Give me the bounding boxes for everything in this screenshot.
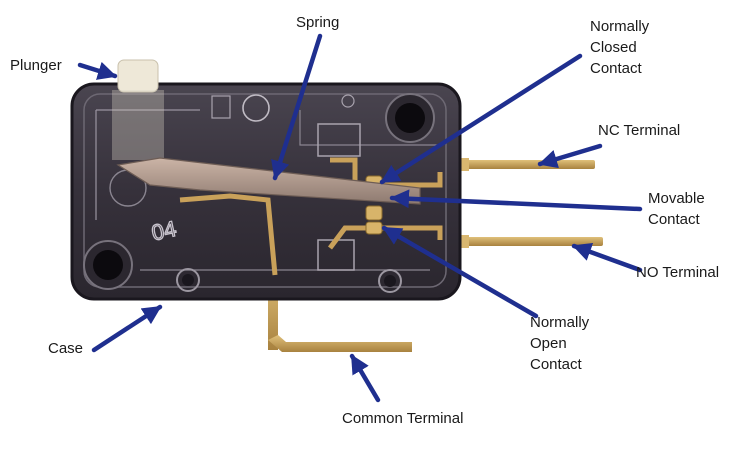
case-marking: 04 [149, 216, 178, 246]
mounting-hole-bottom-left [83, 240, 133, 290]
mounting-hole-top-right [385, 93, 435, 143]
arrow-case [91, 304, 163, 353]
label-plunger: Plunger [10, 57, 62, 74]
label-common-terminal: Common Terminal [342, 410, 464, 427]
label-no-terminal: NO Terminal [636, 264, 720, 281]
plunger [112, 59, 164, 160]
common-terminal-pin [268, 270, 412, 352]
label-spring: Spring [296, 14, 340, 31]
label-movable-contact: Movable Contact [648, 190, 705, 228]
rivet-bottom-1 [176, 268, 200, 292]
arrow-common-terminal [349, 353, 381, 403]
label-normally-closed-contact: Normally Closed Contact [590, 18, 650, 77]
arrow-no-terminal [571, 242, 643, 273]
spring [116, 157, 421, 205]
label-case: Case [48, 340, 84, 357]
arrow-no-contact [381, 225, 539, 319]
rivet-bottom-2 [378, 269, 402, 293]
arrow-nc-terminal [537, 143, 603, 169]
arrow-spring [271, 33, 323, 181]
annotation-arrows [77, 33, 643, 403]
arrow-plunger [77, 61, 118, 80]
arrow-movable-contact [389, 189, 643, 212]
label-normally-open-contact: Normally Open Contact [530, 314, 590, 373]
label-nc-terminal: NC Terminal [598, 122, 681, 139]
nc-terminal-pin [440, 158, 595, 171]
arrow-nc-contact [379, 53, 583, 185]
